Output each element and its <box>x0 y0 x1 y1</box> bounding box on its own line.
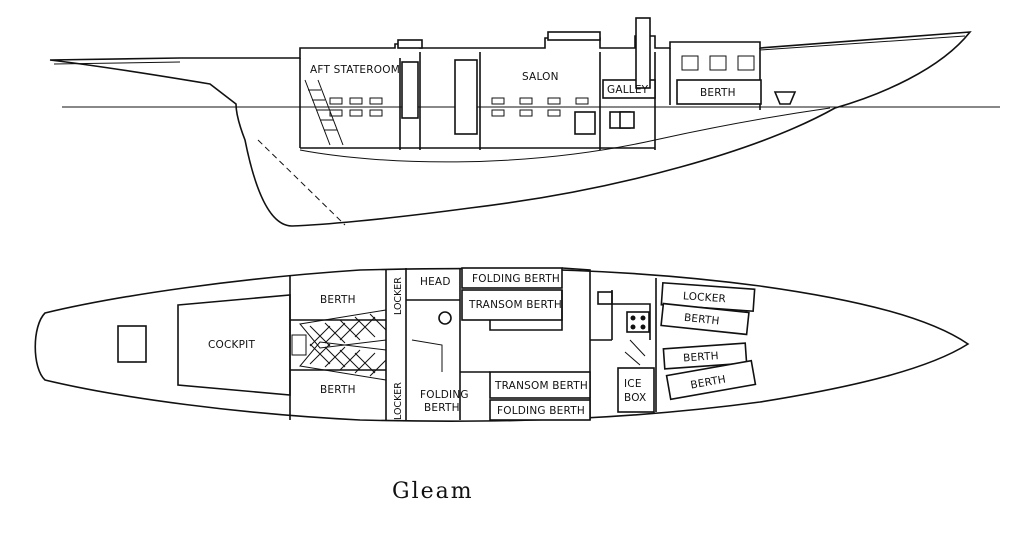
label-berth-fwd-1: BERTH <box>683 350 719 364</box>
rudder-line <box>257 139 346 226</box>
label-locker-fwd: LOCKER <box>683 290 727 305</box>
label-profile-berth: BERTH <box>700 87 736 99</box>
label-folding-berth-stbd: FOLDING BERTH <box>497 405 585 417</box>
head-toilet <box>438 311 452 325</box>
label-transom-berth-port: TRANSOM BERTH <box>468 299 562 311</box>
aft-door <box>401 61 419 119</box>
label-galley: GALLEY <box>607 84 649 96</box>
profile-bulkheads <box>299 48 761 150</box>
label-aft-stateroom: AFT STATEROOM <box>310 64 400 76</box>
galley-door-swing <box>624 339 646 366</box>
label-head: HEAD <box>420 276 451 288</box>
portlights-aft <box>329 97 383 117</box>
label-locker-port: LOCKER <box>393 277 404 315</box>
label-berth-stbd-aft: BERTH <box>320 384 356 396</box>
head-fixture <box>773 91 797 105</box>
galley-counter <box>590 290 651 341</box>
plan-bulkheads-aft <box>289 268 461 420</box>
companion-ladder <box>304 79 344 146</box>
aft-hatch <box>397 39 423 49</box>
salon-table-port <box>489 290 563 331</box>
folding-berth-stbd-box <box>489 399 591 421</box>
galley-sink <box>619 111 635 129</box>
plan-hull <box>34 267 970 422</box>
label-locker-stbd: LOCKER <box>393 382 404 420</box>
plan-view: COCKPIT BERTH BERTH LOCKER LOCKER HEAD F… <box>34 267 970 422</box>
label-berth-fwd-port: BERTH <box>683 312 720 328</box>
lazarette-hatch <box>117 325 147 363</box>
profile-view: AFT STATEROOM SALON GALLEY BERTH <box>49 17 1000 227</box>
galley-bulkhead <box>561 267 591 420</box>
portlights-salon <box>491 97 589 117</box>
diagram-title: Gleam <box>392 479 474 504</box>
label-folding-berth-port: FOLDING BERTH <box>472 273 560 285</box>
transom-berth-stbd-box <box>489 371 591 399</box>
head-door <box>411 339 443 372</box>
label-ice-box-1: ICE <box>624 378 642 390</box>
keel-line <box>299 107 831 163</box>
transom-berth-port-box <box>461 289 563 321</box>
galley-cabinet <box>574 111 596 135</box>
berth-fwd-2-box <box>665 359 757 401</box>
companionway-grating <box>291 309 387 381</box>
folding-berth-port-box <box>461 267 563 289</box>
label-folding-berth-mid-2: BERTH <box>424 402 460 414</box>
galley-stove-plan <box>626 311 650 333</box>
berth-fwd-1-box <box>662 342 748 370</box>
label-berth-port-aft: BERTH <box>320 294 356 306</box>
profile-hull <box>49 31 972 227</box>
label-transom-berth-stbd: TRANSOM BERTH <box>494 380 588 392</box>
salon-door <box>454 59 478 135</box>
salon-skylight <box>547 31 601 41</box>
label-salon: SALON <box>522 71 559 83</box>
mast-stub <box>635 17 651 89</box>
fwd-berth-box <box>676 79 762 105</box>
sheer-line <box>53 35 966 65</box>
label-ice-box-2: BOX <box>624 392 646 404</box>
ice-box-box <box>617 367 655 413</box>
aft-berth-lines <box>290 319 386 371</box>
label-folding-berth-mid: FOLDING <box>420 389 469 401</box>
fwd-hatches <box>681 55 755 71</box>
berth-fwd-port-box <box>660 302 750 336</box>
label-cockpit: COCKPIT <box>208 339 255 351</box>
galley-sink-plan <box>597 291 613 305</box>
